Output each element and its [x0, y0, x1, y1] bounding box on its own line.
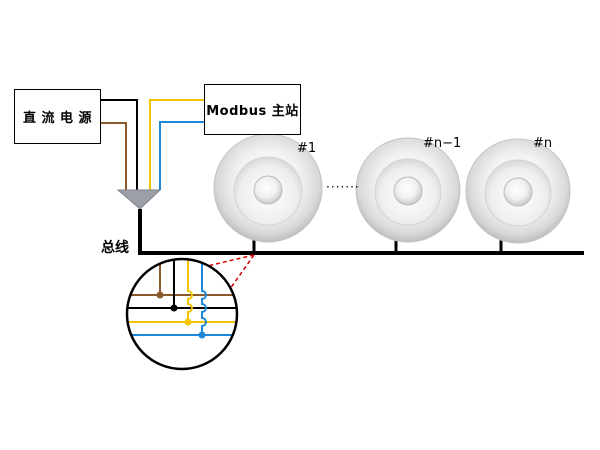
- signal-yellow-wire: [149, 99, 204, 190]
- sensor-device-n: [465, 138, 571, 244]
- callout-line-bottom: [224, 254, 255, 297]
- sensor-device-1: [213, 133, 323, 243]
- device-ellipsis: ·······: [326, 180, 360, 194]
- modbus-master-label: Modbus 主站: [206, 104, 299, 119]
- zoom-detail: [127, 259, 237, 369]
- signal-blue-wire: [159, 121, 204, 190]
- device-1-label: #1: [297, 141, 317, 156]
- device-n-minus-1-label: #n−1: [423, 136, 462, 151]
- zoom-blue-drop: [201, 259, 207, 335]
- dc-power-box: 直 流 电 源: [14, 89, 101, 144]
- zoom-brown-dot: [156, 291, 164, 299]
- bus-label: 总线: [101, 240, 129, 256]
- device-n-label: #n: [533, 136, 553, 151]
- zoom-yellow-drop: [187, 259, 193, 322]
- sensor-device-n-minus-1: [355, 137, 461, 243]
- power-black-wire: [100, 99, 138, 190]
- zoom-black-dot: [170, 304, 178, 312]
- dc-power-label: 直 流 电 源: [22, 111, 93, 126]
- junction-connector: [116, 189, 162, 210]
- power-brown-wire: [100, 122, 127, 190]
- callout-line-top: [198, 254, 255, 269]
- zoom-blue-dot: [198, 331, 206, 339]
- modbus-master-box: Modbus 主站: [204, 84, 301, 135]
- zoom-circle-border: [125, 257, 239, 371]
- zoom-yellow-dot: [184, 318, 192, 326]
